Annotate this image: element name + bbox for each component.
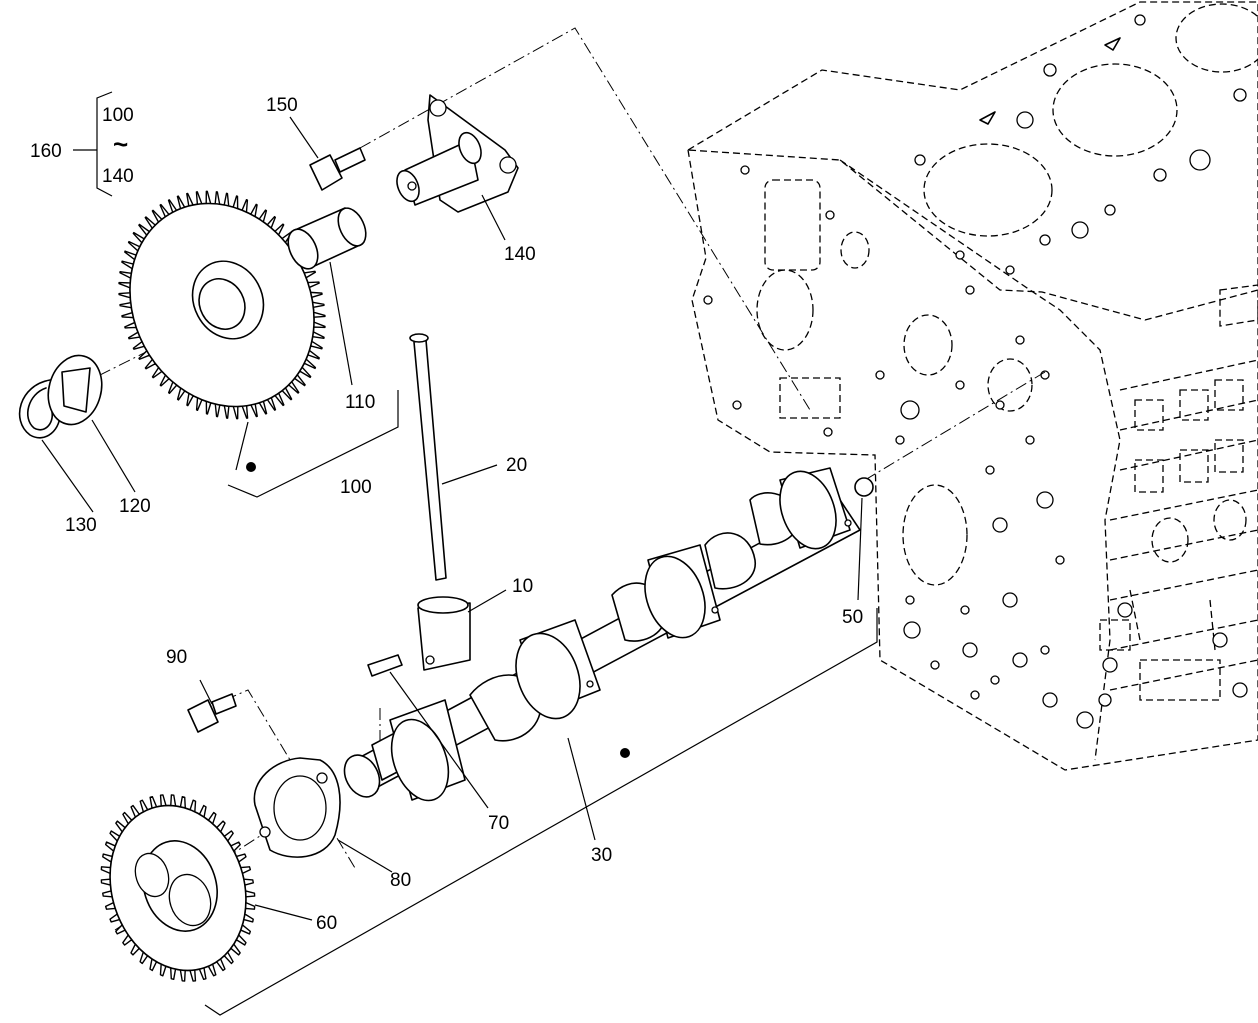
callout-80: 80 — [390, 870, 411, 891]
steel-ball — [854, 477, 874, 497]
callout-140: 140 — [504, 244, 536, 265]
callout-140-range-end: 140 — [102, 166, 134, 187]
callout-range-tilde: ~ — [113, 129, 128, 159]
thrust-washer — [47, 354, 103, 426]
bushing — [287, 207, 367, 270]
callout-20: 20 — [506, 455, 527, 476]
callout-120: 120 — [119, 496, 151, 517]
push-rod — [409, 333, 447, 581]
thrust-plate — [253, 757, 341, 858]
woodruff-key — [367, 654, 403, 677]
callout-60: 60 — [316, 913, 337, 934]
idler-shaft — [396, 94, 519, 213]
snap-ring — [18, 379, 61, 439]
callout-150: 150 — [266, 95, 298, 116]
callout-130: 130 — [65, 515, 97, 536]
cam-gear — [100, 794, 256, 982]
callout-100-range-start: 100 — [102, 105, 134, 126]
callout-90: 90 — [166, 647, 187, 668]
bolt-150 — [309, 147, 366, 191]
centerlines — [59, 27, 1046, 931]
callout-100: 100 — [340, 477, 372, 498]
leader-lines — [41, 91, 878, 1016]
bolt-90 — [187, 693, 237, 733]
camshaft — [343, 467, 861, 802]
callout-10: 10 — [512, 576, 533, 597]
tappet — [417, 596, 471, 671]
callout-70: 70 — [488, 813, 509, 834]
callout-160: 160 — [30, 141, 62, 162]
callout-50: 50 — [842, 607, 863, 628]
idler-gear-large — [118, 190, 326, 472]
callout-30: 30 — [591, 845, 612, 866]
callout-110: 110 — [345, 392, 375, 413]
callouts: 160 100 ~ 140 150 140 110 100 130 120 20… — [30, 95, 863, 934]
engine-block — [685, 1, 1258, 771]
